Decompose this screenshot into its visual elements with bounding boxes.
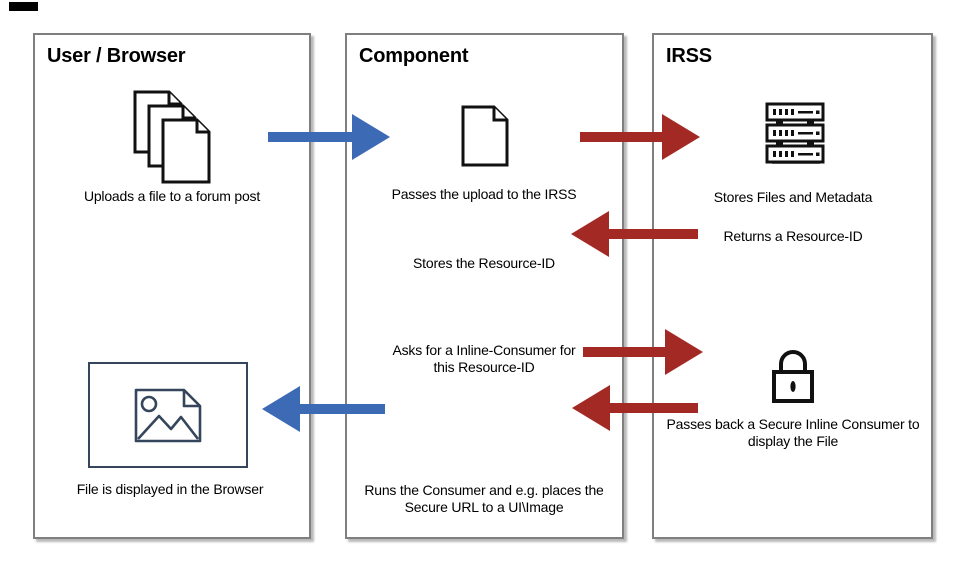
arrow-pass-back-consumer — [572, 385, 698, 431]
arrow-pass-upload-to-irss — [580, 114, 700, 160]
browser-frame — [88, 362, 248, 468]
arrow-display-file — [262, 386, 385, 432]
corner-artifact-mark — [9, 2, 38, 11]
label-ask-inline-consumer: Asks for a Inline-Consumer for this Reso… — [392, 342, 576, 375]
label-return-resource-id: Returns a Resource-ID — [723, 228, 863, 244]
column-irss: IRSS — [652, 33, 933, 539]
lock-icon — [772, 350, 814, 403]
column-component: Component — [345, 33, 624, 539]
server-icon — [765, 102, 825, 164]
files-icon — [133, 90, 211, 184]
label-pass-upload: Passes the upload to the IRSS — [391, 186, 577, 202]
column-title-irss: IRSS — [666, 45, 712, 67]
label-pass-back-consumer: Passes back a Secure Inline Consumer to … — [666, 416, 920, 449]
document-icon — [461, 105, 509, 167]
label-file-displayed: File is displayed in the Browser — [76, 481, 264, 497]
arrow-ask-inline-consumer — [583, 329, 703, 375]
column-title-component: Component — [359, 45, 469, 67]
column-title-user-browser: User / Browser — [47, 45, 186, 67]
label-store-files: Stores Files and Metadata — [713, 189, 873, 205]
label-run-consumer: Runs the Consumer and e.g. places the Se… — [364, 482, 604, 515]
arrow-upload-to-component — [268, 114, 390, 160]
image-icon — [134, 388, 202, 442]
arrow-return-resource-id — [571, 211, 698, 257]
label-store-resource-id: Stores the Resource-ID — [413, 255, 555, 271]
label-upload-file: Uploads a file to a forum post — [83, 188, 261, 204]
